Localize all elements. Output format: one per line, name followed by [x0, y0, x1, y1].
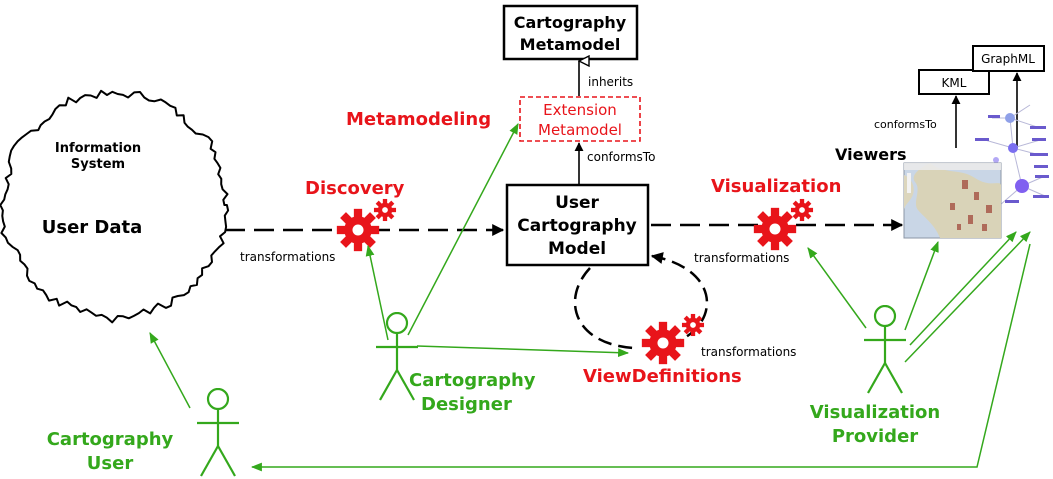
cartography-metamodel-box: Cartography Metamodel — [502, 4, 639, 61]
view-definitions-gear-icon — [641, 321, 685, 365]
user-data-label: User Data — [42, 217, 143, 238]
visualization-gear-icon — [753, 207, 797, 251]
cartography-user-actor-icon — [195, 388, 241, 478]
graphml-box: GraphML — [972, 45, 1045, 72]
user-cartography-model-line1: User — [555, 193, 599, 213]
cartography-metamodel-line1: Cartography — [514, 13, 627, 32]
cartography-metamodel-line2: Metamodel — [520, 35, 621, 54]
viewers-conforms-to-label: conformsTo — [874, 118, 937, 131]
cartography-user-label-line2: User — [87, 453, 134, 474]
discovery-transformations-label: transformations — [240, 250, 335, 264]
information-system-label-line1: Information — [55, 141, 141, 156]
visualization-label: Visualization — [711, 176, 841, 197]
inherits-label: inherits — [588, 75, 633, 89]
conforms-to-label: conformsTo — [587, 150, 655, 164]
viewers-label: Viewers — [835, 145, 906, 164]
user-cartography-model-line2: Cartography — [517, 216, 637, 236]
user-cartography-model-line3: Model — [548, 239, 606, 259]
map-viewer-image — [903, 162, 1002, 239]
cartography-user-label-line1: Cartography — [47, 429, 174, 450]
extension-metamodel-line1: Extension — [543, 101, 617, 119]
metamodeling-label: Metamodeling — [346, 109, 491, 130]
information-system-label-line2: System — [71, 157, 125, 172]
extension-metamodel-box: Extension Metamodel — [519, 96, 641, 142]
kml-label: KML — [942, 76, 967, 90]
view-definitions-small-gear-icon — [681, 313, 705, 337]
view-definitions-label: ViewDefinitions — [583, 366, 742, 387]
visualization-provider-actor-icon — [862, 305, 908, 395]
discovery-gear-icon — [336, 208, 380, 252]
visualization-transformations-label: transformations — [694, 251, 789, 265]
graphml-label: GraphML — [981, 52, 1035, 66]
visualization-provider-label-line1: Visualization — [810, 402, 940, 423]
discovery-small-gear-icon — [373, 198, 397, 222]
view-definitions-transformations-label: transformations — [701, 345, 796, 359]
graph-viewer-image — [975, 104, 1049, 206]
cartography-designer-label-line2: Designer — [421, 394, 512, 415]
visualization-provider-label-line2: Provider — [832, 426, 918, 447]
extension-metamodel-line2: Metamodel — [538, 121, 622, 139]
cartography-designer-label-line1: Cartography — [409, 370, 536, 391]
information-system-cloud — [0, 89, 230, 324]
user-cartography-model-box: User Cartography Model — [505, 183, 650, 267]
kml-box: KML — [918, 69, 990, 95]
discovery-label: Discovery — [305, 178, 405, 199]
actor-associations — [149, 123, 1031, 472]
view-definitions-loop — [573, 256, 709, 350]
visualization-small-gear-icon — [790, 198, 814, 222]
